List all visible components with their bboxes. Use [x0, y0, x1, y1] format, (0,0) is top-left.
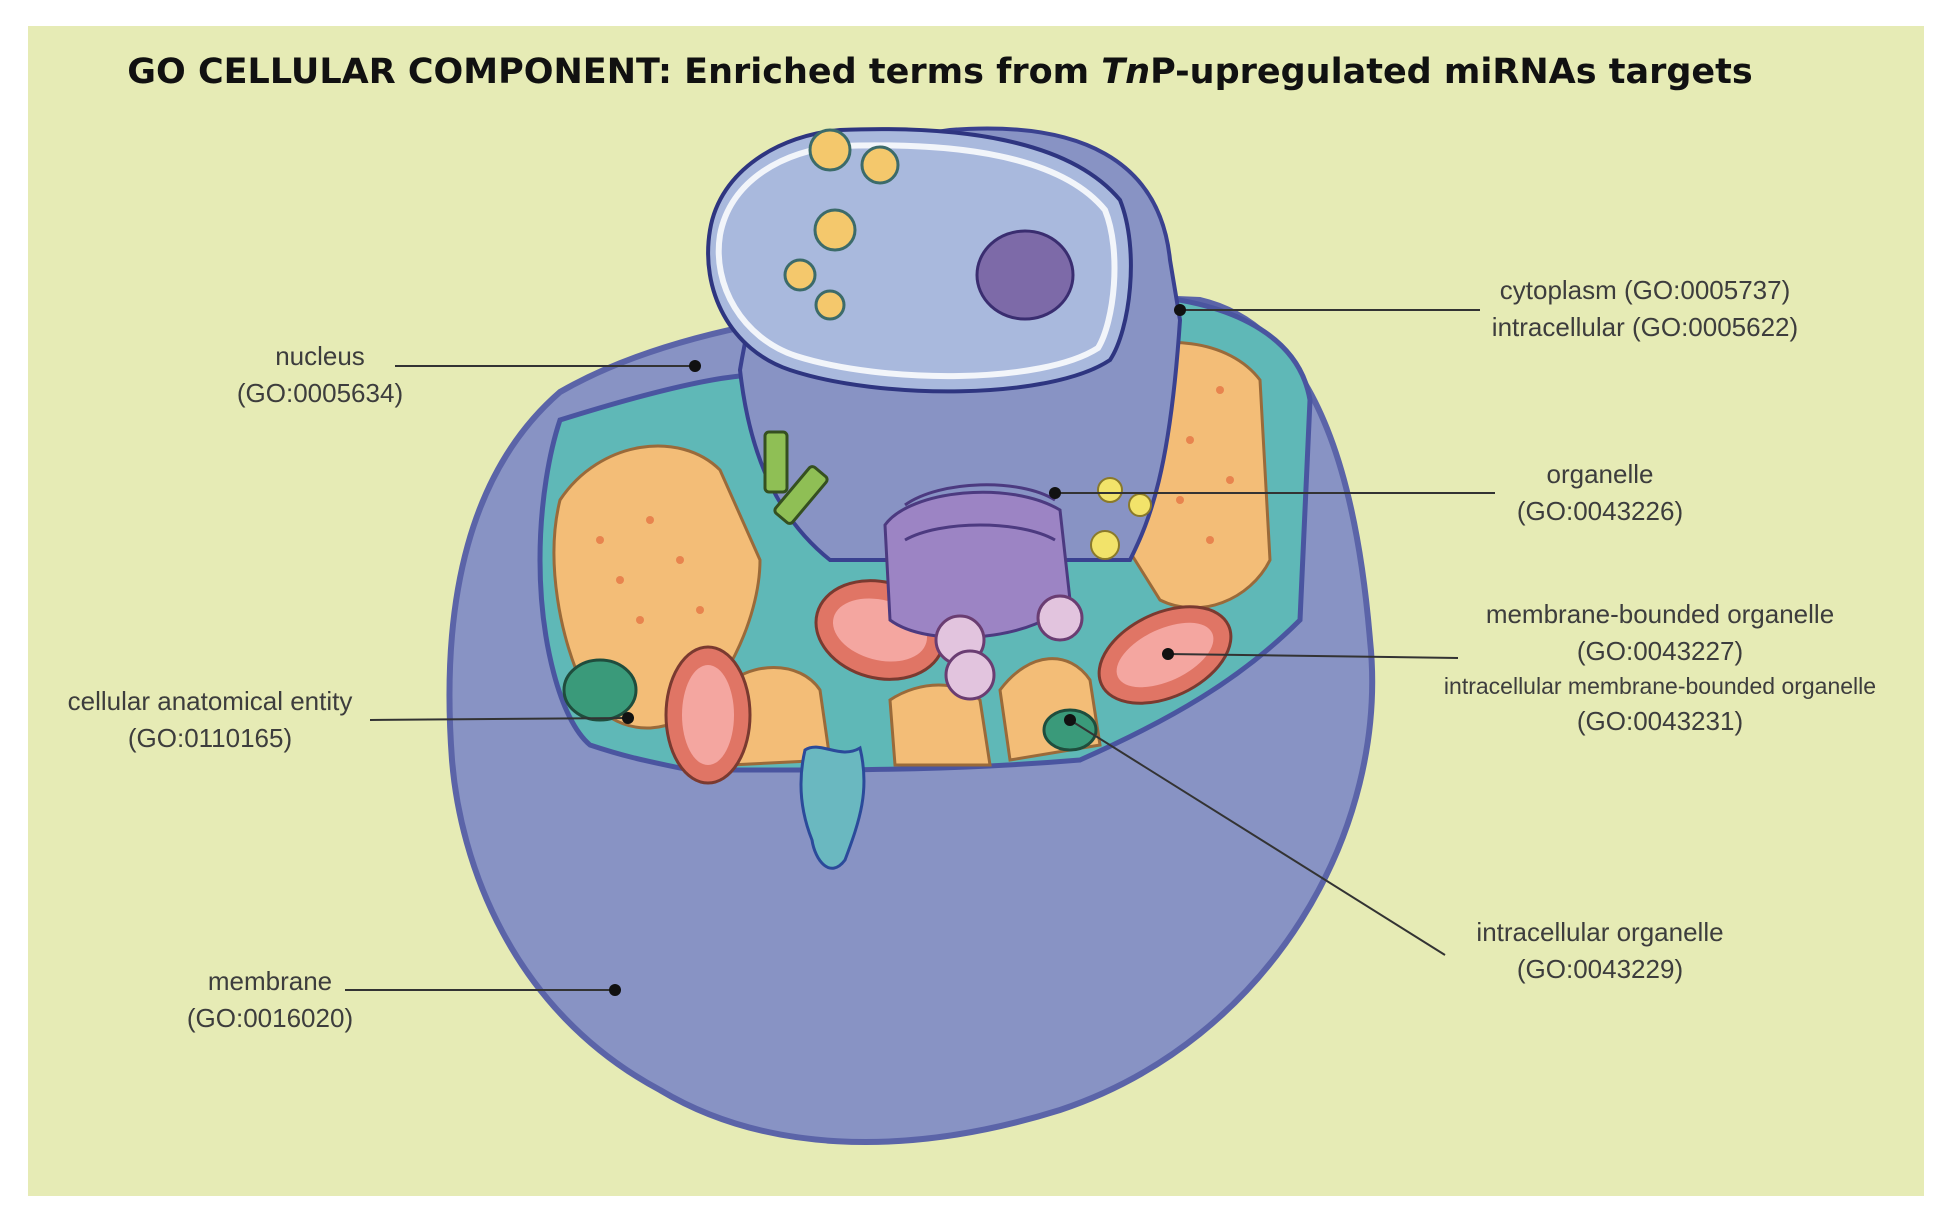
title-suffix: P-upregulated miRNAs targets	[1150, 52, 1753, 92]
dot-nucleus	[689, 360, 701, 372]
label-intracellular-organelle-id: (GO:0043229)	[1516, 954, 1684, 984]
cytoskeleton-network	[799, 745, 866, 870]
golgi-apparatus	[883, 483, 1072, 639]
label-nucleus-name: nucleus	[275, 341, 365, 371]
title-italic: Tn	[1101, 52, 1151, 92]
label-intracellular-organelle: intracellular organelle (GO:0043229)	[1430, 914, 1770, 988]
label-intracellular-membrane-bounded-name: intracellular membrane-bounded organelle	[1443, 673, 1877, 699]
lysosomes	[1090, 477, 1152, 560]
label-cytoplasm-id: intracellular (GO:0005622)	[1491, 312, 1799, 342]
label-nucleus-id: (GO:0005634)	[236, 378, 404, 408]
label-membrane-name: membrane	[207, 966, 333, 996]
dot-membrane-bounded	[1162, 648, 1174, 660]
label-intracellular-organelle-name: intracellular organelle	[1476, 917, 1724, 947]
nucleolus	[975, 229, 1075, 321]
label-intracellular-membrane-bounded-id: (GO:0043231)	[1576, 706, 1744, 736]
dot-cellular-entity	[622, 712, 634, 724]
label-cytoplasm: cytoplasm (GO:0005737) intracellular (GO…	[1470, 272, 1820, 346]
label-nucleus: nucleus (GO:0005634)	[170, 338, 470, 412]
label-membrane-bounded-name: membrane-bounded organelle	[1485, 599, 1835, 629]
label-cellular-entity-name: cellular anatomical entity	[67, 686, 353, 716]
dot-cytoplasm	[1174, 304, 1186, 316]
dot-membrane	[609, 984, 621, 996]
leader-line-cellular-entity	[369, 717, 629, 721]
leader-dots	[609, 304, 1186, 996]
centrioles	[763, 430, 829, 525]
label-membrane-bounded-id: (GO:0043227)	[1576, 636, 1744, 666]
leader-line-intracellular-organelle	[1069, 719, 1446, 956]
er-dots	[596, 386, 1234, 624]
diagram-title: GO CELLULAR COMPONENT: Enriched terms fr…	[0, 52, 1880, 92]
vesicles	[934, 594, 1084, 701]
title-prefix: GO CELLULAR COMPONENT: Enriched terms fr…	[127, 52, 1102, 92]
dot-organelle	[1049, 487, 1061, 499]
label-cellular-entity-id: (GO:0110165)	[127, 723, 293, 753]
label-organelle-name: organelle	[1546, 459, 1654, 489]
label-membrane-bounded-organelle: membrane-bounded organelle (GO:0043227) …	[1410, 596, 1910, 740]
peroxisomes	[562, 658, 1098, 752]
label-organelle: organelle (GO:0043226)	[1430, 456, 1770, 530]
label-membrane: membrane (GO:0016020)	[120, 963, 420, 1037]
label-organelle-id: (GO:0043226)	[1516, 496, 1684, 526]
label-cellular-anatomical-entity: cellular anatomical entity (GO:0110165)	[40, 683, 380, 757]
dot-intracellular-organelle	[1064, 714, 1076, 726]
chromosomes	[783, 128, 900, 321]
label-cytoplasm-name: cytoplasm (GO:0005737)	[1499, 275, 1791, 305]
leader-line-membrane-bounded	[1167, 653, 1459, 659]
label-membrane-id: (GO:0016020)	[186, 1003, 354, 1033]
leader-lines	[345, 309, 1495, 991]
